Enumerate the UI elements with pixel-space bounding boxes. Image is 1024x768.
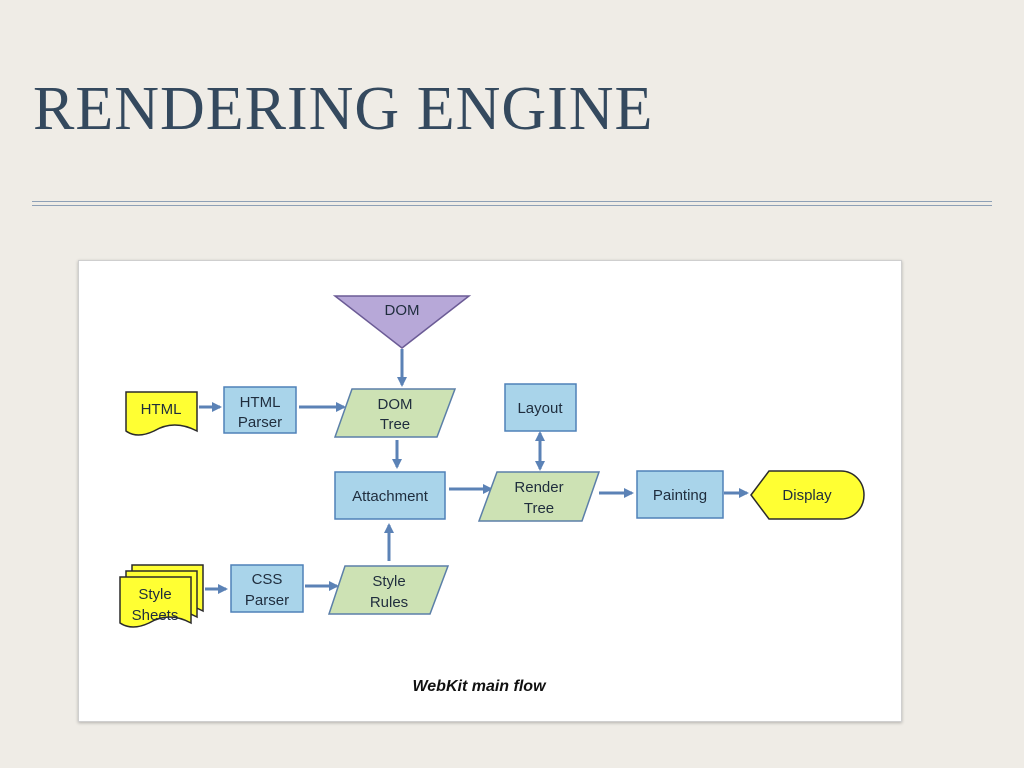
attachment-label: Attachment (352, 488, 429, 505)
dom-tree-label-line1: DOM (378, 396, 413, 413)
css-parser-label-line1: CSS (252, 571, 283, 588)
dom-tree-label-line2: Tree (380, 416, 410, 433)
slide-title: RENDERING ENGINE (33, 75, 654, 143)
title-divider-bottom (32, 205, 992, 206)
style-sheets-node (119, 564, 204, 628)
render-tree-label-line2: Tree (524, 500, 554, 517)
dom-node (332, 295, 472, 349)
diagram-frame: DOM HTML HTML Parser DOM Tree Layout Att… (78, 260, 902, 722)
html-parser-label-line1: HTML (240, 394, 281, 411)
layout-node (504, 383, 577, 432)
display-node (750, 470, 865, 520)
render-tree-label-line1: Render (514, 479, 563, 496)
display-label: Display (782, 487, 832, 504)
style-rules-label-line2: Rules (370, 594, 408, 611)
layout-label: Layout (517, 400, 563, 417)
css-parser-node (230, 564, 304, 613)
html-parser-label-line2: Parser (238, 414, 282, 431)
html-parser-node (223, 386, 297, 434)
attachment-node (334, 471, 446, 520)
webkit-flow-diagram: DOM HTML HTML Parser DOM Tree Layout Att… (119, 295, 865, 695)
style-sheets-label-line1: Style (138, 586, 171, 603)
painting-label: Painting (653, 487, 707, 504)
diagram-caption: WebKit main flow (412, 678, 547, 695)
html-document-node (125, 391, 198, 436)
style-sheets-label-line2: Sheets (132, 607, 179, 624)
dom-label: DOM (385, 302, 420, 319)
title-divider-top (32, 201, 992, 202)
css-parser-label-line2: Parser (245, 592, 289, 609)
dom-tree-node (333, 388, 457, 438)
html-label: HTML (141, 401, 182, 418)
style-rules-node (327, 565, 450, 615)
painting-node (636, 470, 724, 519)
style-rules-label-line1: Style (372, 573, 405, 590)
render-tree-node (477, 471, 601, 522)
